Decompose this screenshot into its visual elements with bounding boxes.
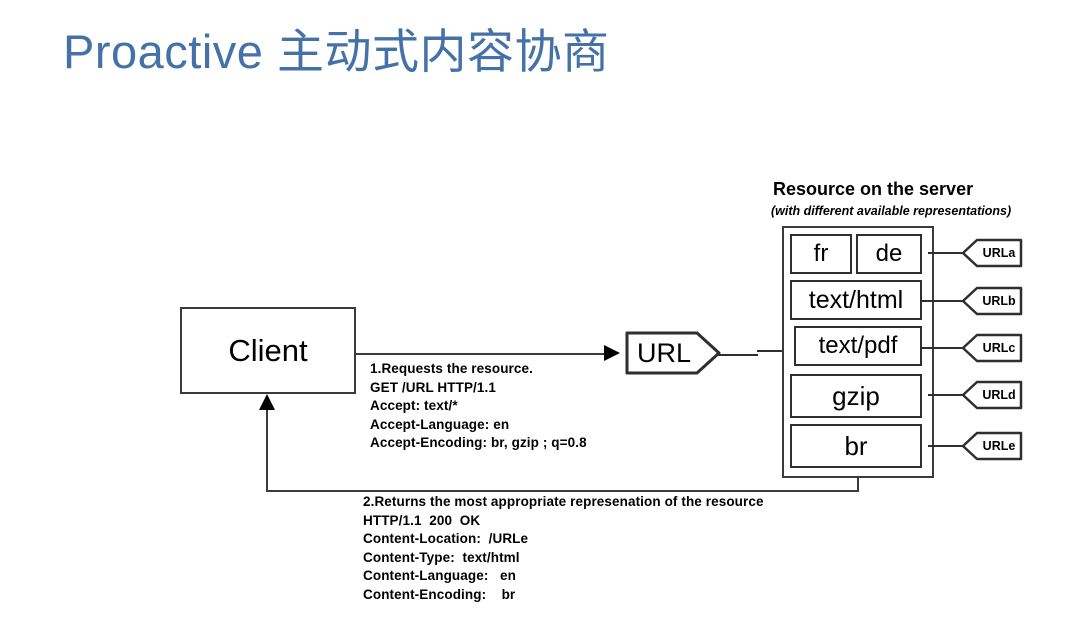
response-line-down — [857, 478, 859, 492]
representation-cell-de: de — [856, 234, 922, 274]
request-arrow-line — [356, 353, 606, 355]
representation-cell-label: gzip — [832, 380, 880, 411]
page-title: Proactive 主动式内容协商 — [63, 25, 610, 78]
representation-cell-fr: fr — [790, 234, 852, 274]
connector-urlc — [922, 347, 968, 349]
url-chip-shape — [961, 333, 1023, 363]
url-to-server-line-a — [718, 354, 758, 356]
url-chip-label: URLe — [982, 439, 1016, 453]
connector-urlb — [922, 300, 968, 302]
representation-row-br: br — [790, 424, 922, 468]
response-line-up — [266, 408, 268, 492]
representation-cell-label: text/html — [808, 285, 904, 314]
representation-cell-label: text/pdf — [818, 332, 898, 359]
url-to-server-line-b — [757, 350, 784, 352]
url-chip-urld: URLd — [961, 380, 1023, 410]
connector-urla — [928, 252, 968, 254]
url-chip-label: URLb — [982, 294, 1016, 308]
url-chip-shape — [961, 380, 1023, 410]
url-chip-shape — [961, 431, 1023, 461]
response-arrow-head — [259, 394, 275, 410]
server-resource-box: fr de text/html text/pdf gzip br — [782, 226, 934, 478]
request-arrow-head — [604, 345, 620, 361]
url-chip-label: URLd — [982, 388, 1016, 402]
representation-row-text-pdf: text/pdf — [794, 326, 922, 366]
request-message-text: 1.Requests the resource. GET /URL HTTP/1… — [370, 361, 587, 450]
url-chip-urle: URLe — [961, 431, 1023, 461]
url-node-shape — [625, 331, 721, 375]
client-box: Client — [180, 307, 356, 394]
url-chip-label: URLc — [982, 341, 1016, 355]
client-label: Client — [228, 332, 308, 368]
url-node-label: URL — [636, 337, 691, 368]
url-chip-shape — [961, 238, 1023, 268]
server-subtitle: (with different available representation… — [771, 204, 1012, 218]
representation-cell-label: de — [875, 240, 903, 267]
url-node: URL — [625, 331, 721, 375]
response-message-text: 2.Returns the most appropriate represena… — [363, 494, 764, 602]
url-chip-urlc: URLc — [961, 333, 1023, 363]
representation-row-gzip: gzip — [790, 374, 922, 418]
representation-row-text-html: text/html — [790, 280, 922, 320]
representation-cell-label: fr — [813, 240, 829, 267]
connector-urld — [928, 394, 968, 396]
server-title: Resource on the server — [773, 179, 974, 199]
url-chip-urla: URLa — [961, 238, 1023, 268]
response-line-horizontal — [266, 490, 859, 492]
connector-urle — [928, 445, 968, 447]
url-chip-label: URLa — [982, 246, 1016, 260]
url-chip-urlb: URLb — [961, 286, 1023, 316]
representation-cell-label: br — [844, 430, 868, 461]
url-chip-shape — [961, 286, 1023, 316]
